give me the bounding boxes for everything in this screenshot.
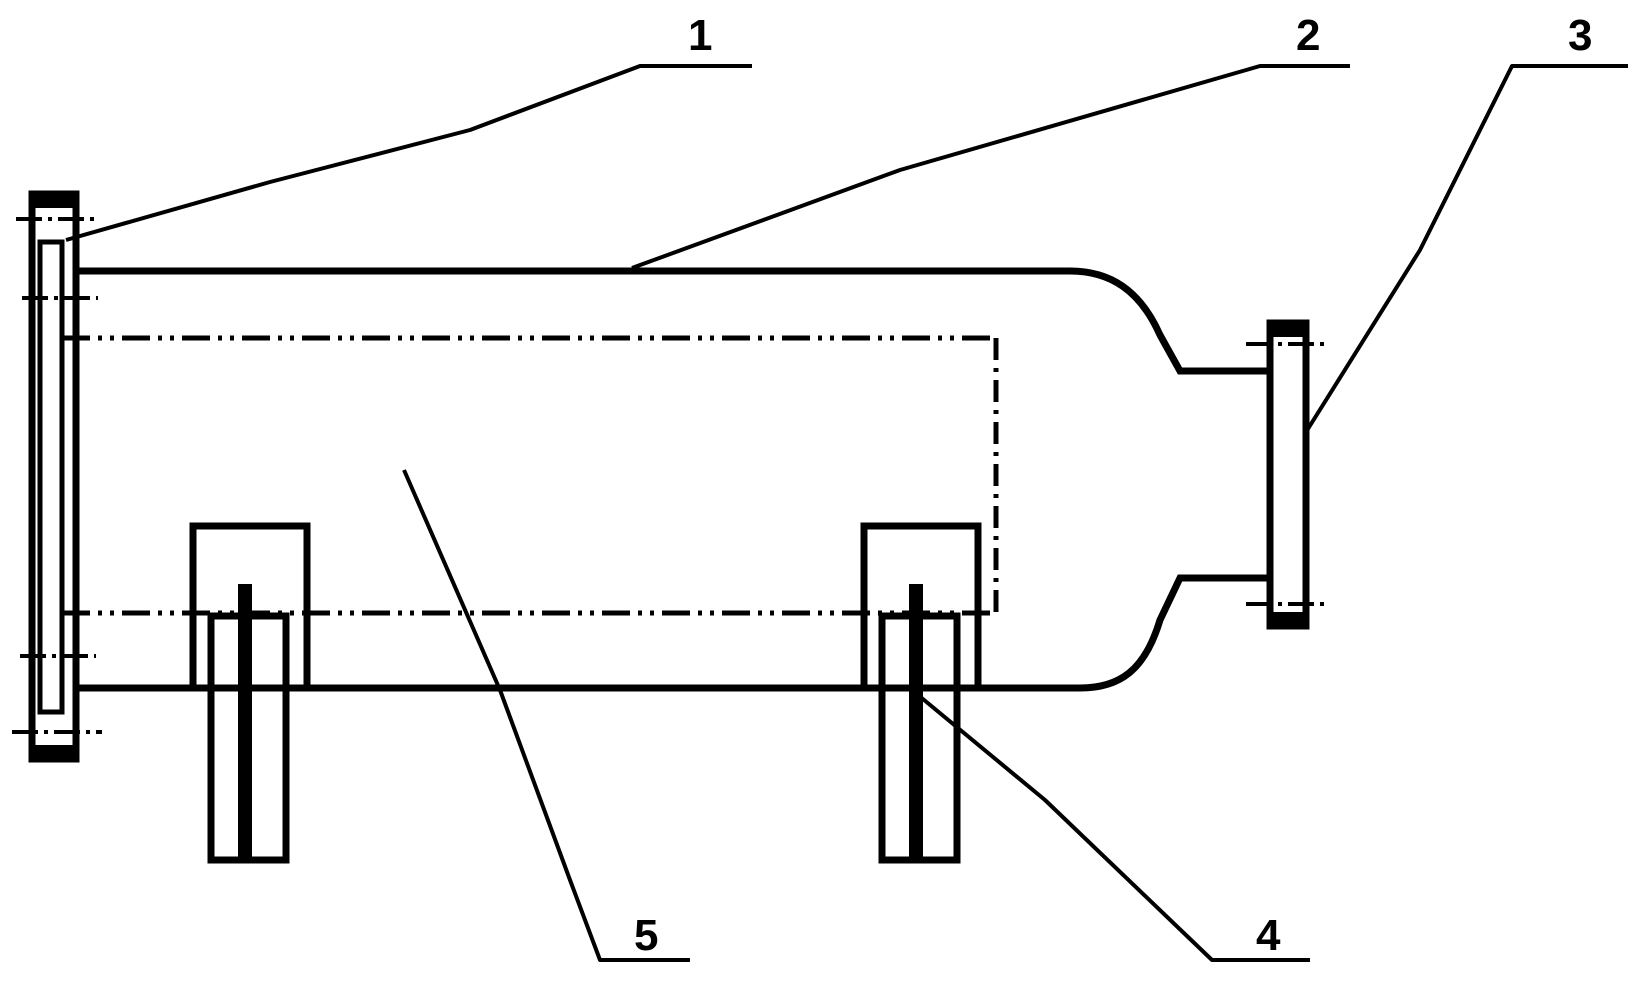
label-3: 3 (1568, 11, 1592, 60)
tank-body (76, 267, 1270, 692)
leader-1 (65, 64, 752, 242)
label-2: 2 (1296, 11, 1320, 60)
leader-lines (65, 64, 1628, 962)
label-1: 1 (688, 11, 712, 60)
right-flange (1246, 319, 1330, 630)
support-right (860, 522, 982, 864)
inner-region (62, 335, 999, 616)
leader-2 (631, 64, 1350, 270)
leader-5 (402, 469, 690, 962)
label-5: 5 (634, 911, 658, 960)
leader-4 (910, 688, 1310, 962)
part-labels: 1 2 3 4 5 (634, 11, 1592, 960)
leader-3 (1304, 64, 1628, 434)
left-flange (12, 190, 102, 763)
support-left (189, 522, 311, 864)
label-4: 4 (1256, 911, 1281, 960)
